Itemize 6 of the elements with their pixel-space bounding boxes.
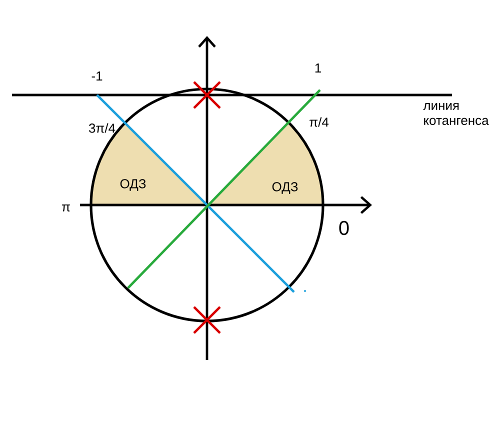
angle-label: 3π/4 <box>88 123 116 133</box>
axis-label: -1 <box>92 72 102 80</box>
axis-label: 1 <box>315 64 321 72</box>
angle-label: π <box>62 204 70 212</box>
line-label: линия котангенса <box>423 103 489 125</box>
angle-label: 0 <box>339 220 349 236</box>
